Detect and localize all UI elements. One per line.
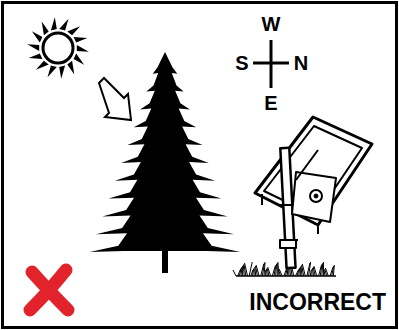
sun-ray xyxy=(74,53,85,64)
grass-blade xyxy=(322,263,323,276)
sun-ray xyxy=(67,26,80,35)
grass-blade xyxy=(265,270,266,276)
sun-ray xyxy=(51,17,57,30)
grass-blade xyxy=(309,262,311,276)
grass-blade xyxy=(238,269,241,276)
grass-blade xyxy=(300,267,301,276)
sun-ray xyxy=(36,61,49,70)
sun-ray xyxy=(42,22,49,36)
compass-letter: N xyxy=(294,53,308,73)
sun-ray xyxy=(59,66,65,79)
sun-ray-arrow xyxy=(99,78,131,120)
grass-blade xyxy=(307,263,310,276)
grass-blade xyxy=(320,264,322,276)
sun-ray xyxy=(77,45,89,52)
grass-blade xyxy=(279,269,282,276)
grass-blade xyxy=(311,269,312,276)
grass-blade xyxy=(299,268,300,276)
sun-ray xyxy=(32,31,43,42)
compass-letter: W xyxy=(262,14,281,34)
frame-border xyxy=(3,3,397,328)
sun-ray xyxy=(67,61,74,75)
grass-blade xyxy=(319,265,322,276)
grass-blade xyxy=(310,270,311,276)
grass-blade xyxy=(278,262,279,276)
grass-blade xyxy=(276,264,277,276)
grass-blade xyxy=(253,269,254,276)
sun-ray xyxy=(48,66,57,78)
sun-ray xyxy=(29,53,43,59)
grass-blade xyxy=(233,270,236,276)
compass-cross xyxy=(253,40,289,88)
grass-blade xyxy=(277,263,278,276)
pine-tree xyxy=(90,52,241,273)
grass-blade xyxy=(272,266,275,276)
grass-blade xyxy=(262,263,264,276)
grass-blade xyxy=(264,262,265,276)
grass-blade xyxy=(323,262,324,276)
grass-blade xyxy=(297,269,299,276)
ground-line xyxy=(236,275,336,277)
compass-letter: E xyxy=(264,93,277,113)
grass-blade xyxy=(314,266,317,276)
grass-blade xyxy=(256,265,259,276)
grass-blade xyxy=(251,270,253,276)
grass-blade xyxy=(245,263,248,276)
grass-blade xyxy=(254,268,255,276)
grass-blade xyxy=(268,267,271,276)
grass-blade xyxy=(249,262,252,276)
grass-blade xyxy=(325,268,328,276)
tree-foliage xyxy=(90,52,241,252)
sun-symbol xyxy=(27,17,89,79)
sun-ray xyxy=(74,37,88,43)
grass-blade xyxy=(332,266,334,276)
sun-ray xyxy=(59,19,68,31)
grass xyxy=(233,262,336,276)
grass-blade xyxy=(333,265,334,276)
grass-blade xyxy=(261,264,264,276)
grass-blade xyxy=(302,264,305,276)
grass-blade xyxy=(241,267,242,276)
solar-panel xyxy=(255,117,372,268)
sun-ray xyxy=(27,44,39,51)
grass-blade xyxy=(330,267,333,276)
compass-letter: S xyxy=(235,53,248,73)
grass-blade xyxy=(274,265,276,276)
grass-blade xyxy=(242,266,243,276)
grass-blade xyxy=(295,270,298,276)
grass-blade xyxy=(239,268,241,276)
incorrect-cross-mark xyxy=(30,270,68,310)
status-caption: INCORRECT xyxy=(249,291,386,314)
